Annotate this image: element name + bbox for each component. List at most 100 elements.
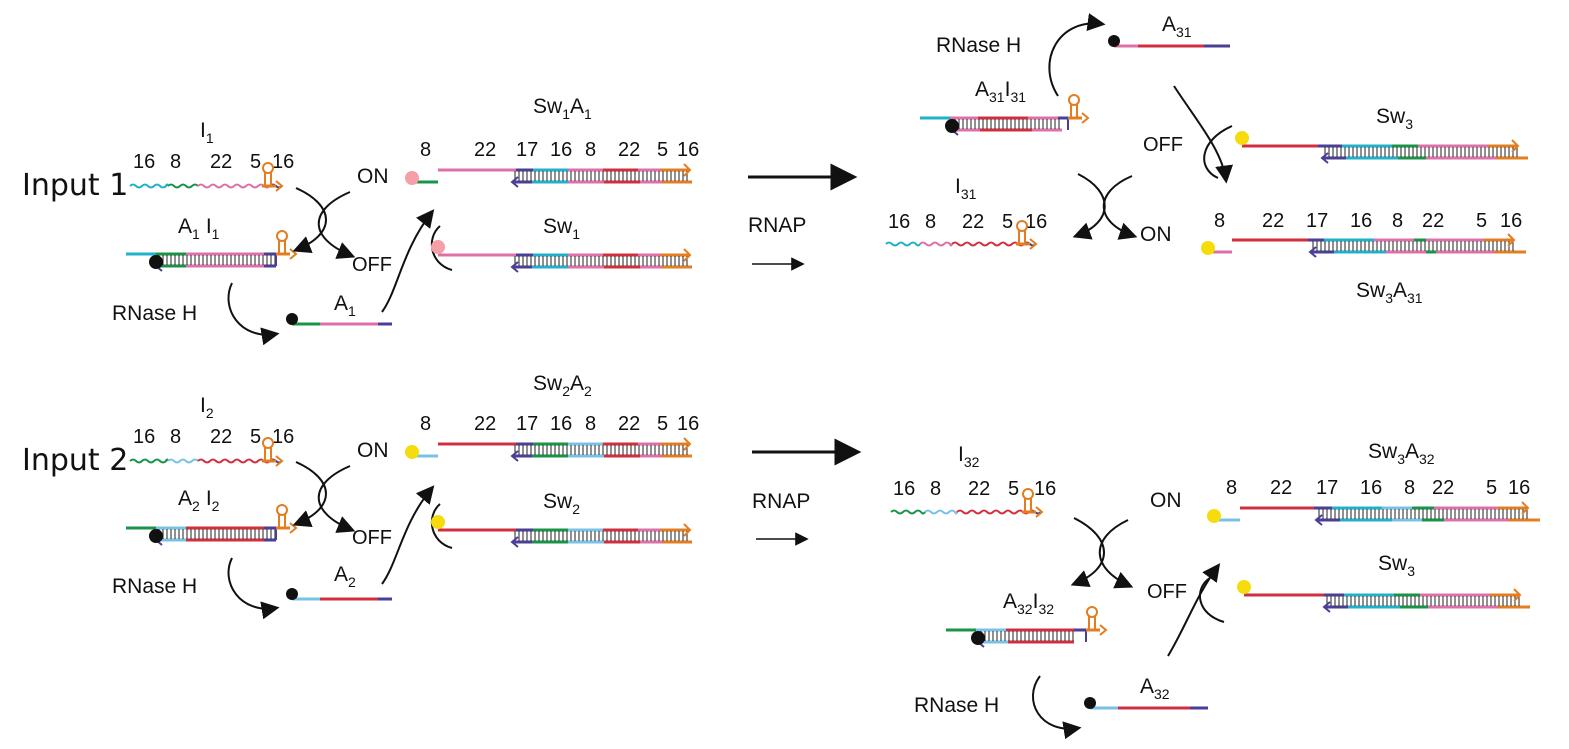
fluorophore-dot	[1084, 697, 1096, 709]
on-label-3: ON	[1140, 223, 1172, 246]
length-number: 8	[930, 478, 941, 500]
rnase-h-arrow-4	[1031, 675, 1082, 740]
length-number: 17	[1316, 477, 1338, 499]
length-number: 17	[1306, 210, 1328, 232]
quencher-dot	[945, 119, 959, 133]
fluorophore-dot	[286, 313, 298, 325]
sw2-curl	[431, 503, 453, 549]
length-number: 22	[618, 413, 640, 435]
sw2a2-length-numbers: 8 22 17 16 8 22 5 16	[420, 413, 699, 435]
i31-length-numbers: 16 8 22 5 16	[888, 211, 1047, 233]
i31-rna-strand	[885, 241, 1037, 247]
length-number: 22	[1262, 210, 1284, 232]
i1-rna-strand	[129, 183, 283, 189]
hairpin-loop	[1068, 94, 1080, 106]
sw3-switch-top	[1235, 131, 1528, 164]
length-number: 16	[272, 151, 294, 173]
promoter-arrowhead	[1511, 139, 1520, 153]
promoter-arrowhead	[683, 523, 692, 537]
i2-terminator-hairpin	[262, 437, 284, 467]
on-off-arrow-left-4	[1070, 517, 1105, 587]
length-number: 16	[133, 426, 155, 448]
length-number: 16	[133, 151, 155, 173]
i31-label: I31	[955, 175, 977, 202]
length-number: 16	[1025, 211, 1047, 233]
length-number: 8	[1214, 210, 1225, 232]
hairpin-loop	[1022, 488, 1034, 500]
panel-output-32: I32 16 8 22 5 16 ON OFF 8 22 17 16 8 22 …	[890, 440, 1540, 740]
length-number: 8	[585, 413, 596, 435]
rnase-h-label-2: RNase H	[112, 575, 197, 598]
sw1-switch	[431, 240, 692, 273]
sw1a1-label: Sw1A1	[533, 95, 592, 122]
on-off-arrow-left-3	[1072, 173, 1106, 240]
promoter-arrowhead	[683, 437, 692, 451]
off-label-2: OFF	[352, 527, 392, 549]
length-number: 8	[170, 151, 181, 173]
length-number: 16	[1360, 477, 1382, 499]
fluorophore-dot	[405, 171, 419, 185]
rnap-transition: RNAP RNAP	[748, 163, 862, 546]
length-number: 8	[585, 139, 596, 161]
rna-segment	[129, 183, 169, 189]
length-number: 17	[516, 413, 538, 435]
length-number: 16	[1034, 478, 1056, 500]
rnase-h-label-3: RNase H	[936, 34, 1021, 57]
length-number: 16	[550, 139, 572, 161]
length-number: 22	[968, 478, 990, 500]
i1-terminator-hairpin	[262, 162, 284, 192]
on-label-1: ON	[357, 165, 389, 188]
a1i1-complex	[126, 230, 298, 272]
hairpin-arrowhead	[1035, 506, 1044, 518]
on-off-arrow-right-2	[317, 465, 356, 533]
i1-length-numbers: 16 8 22 5 16	[133, 151, 294, 173]
rna-segment	[924, 509, 958, 515]
bottom-strand-arrowhead	[1308, 246, 1317, 258]
rnase-h-arrow-3	[1048, 13, 1106, 97]
length-number: 8	[420, 413, 431, 435]
sw3-label-bottom: Sw3	[1378, 552, 1415, 579]
fluorophore-dot	[286, 588, 298, 600]
a1-label: A1	[334, 292, 356, 319]
i2-length-numbers: 16 8 22 5 16	[133, 426, 294, 448]
hairpin-arrowhead	[1081, 112, 1090, 124]
hairpin-arrowhead	[275, 180, 284, 192]
sw2-switch	[431, 515, 692, 548]
hairpin-loop	[276, 230, 288, 242]
i2-label: I2	[200, 394, 214, 421]
promoter-arrowhead	[1507, 233, 1516, 247]
quencher-dot	[149, 529, 163, 543]
off-label-3: OFF	[1143, 134, 1183, 156]
input-2-label: Input 2	[22, 443, 128, 478]
a31i31-complex	[920, 94, 1090, 136]
rna-segment	[919, 241, 953, 247]
a2-strand	[286, 588, 392, 601]
sw1-label: Sw1	[543, 215, 580, 242]
on-off-arrow-left-1	[292, 187, 327, 253]
length-number: 5	[1486, 477, 1497, 499]
promoter-arrowhead	[1513, 588, 1522, 602]
fluorophore-dot	[1201, 241, 1215, 255]
sw3-switch-bottom	[1237, 580, 1530, 613]
rna-segment	[129, 458, 169, 464]
a32i32-complex	[946, 606, 1108, 648]
bottom-strand-arrowhead	[1322, 601, 1331, 613]
sw2a2-complex	[405, 437, 692, 462]
on-off-arrow-left-2	[292, 461, 327, 527]
sw1a1-complex	[405, 163, 692, 188]
fluorophore-dot	[1207, 509, 1221, 523]
length-number: 8	[420, 139, 431, 161]
rnase-h-label-4: RNase H	[914, 694, 999, 717]
length-number: 5	[250, 151, 261, 173]
i31-terminator-hairpin	[1016, 220, 1038, 250]
length-number: 5	[1476, 210, 1487, 232]
length-number: 16	[1508, 477, 1530, 499]
quencher-dot	[971, 631, 985, 645]
rna-segment	[890, 509, 926, 515]
fluorophore-dot	[1108, 35, 1120, 47]
